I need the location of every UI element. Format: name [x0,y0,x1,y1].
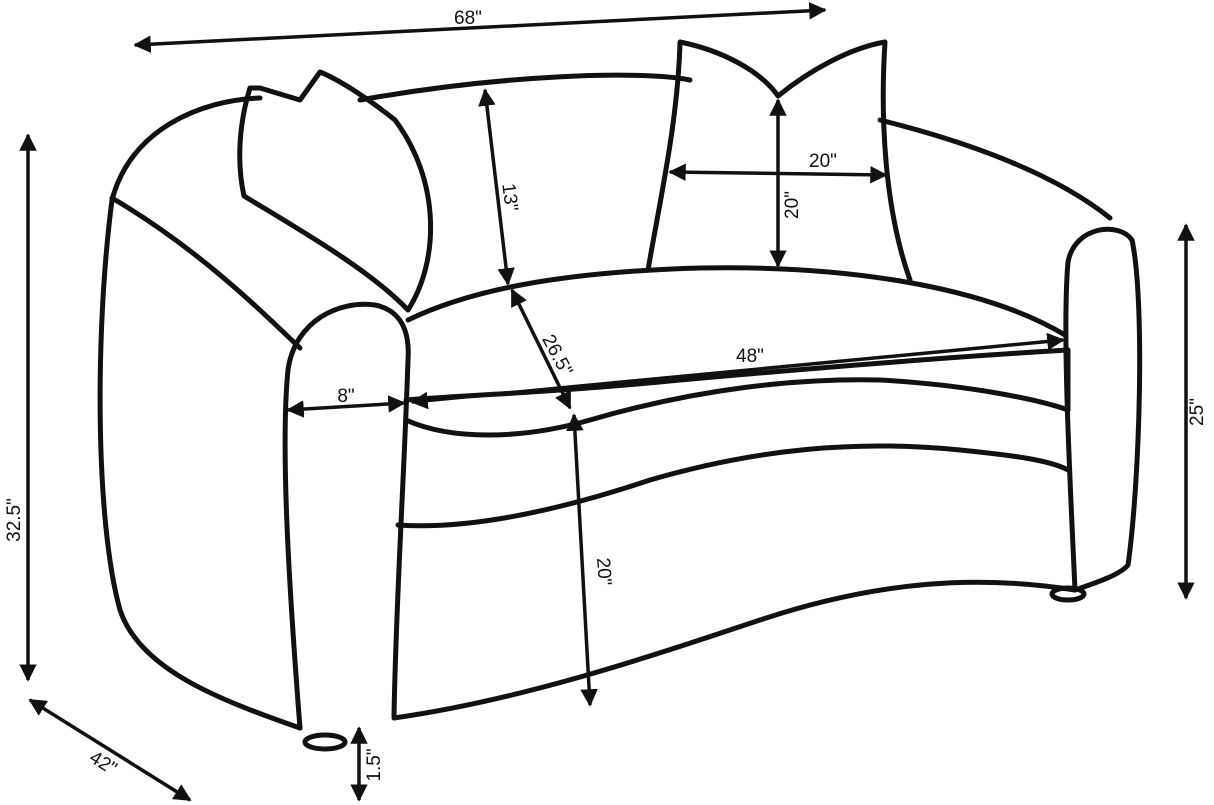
right-pillow [645,39,913,283]
dimension-labels: 68" 32.5" 42" 25" 13" 26.5" 48" 8" 20" 1… [4,8,1208,782]
label-arm-width: 8" [337,386,354,407]
left-arm-top-line [109,195,303,351]
label-pillow-height: 20" [782,191,803,219]
dim-back-height [478,88,515,286]
dim-overall-depth [28,698,192,802]
label-back-height: 13" [497,182,521,212]
right-arm [1063,226,1143,593]
pillows [237,39,913,313]
base-front-top [395,443,1071,529]
dim-seat-height [566,413,598,707]
left-arm-outer [97,95,303,731]
back-top [357,72,1113,221]
base-front-bottom [391,579,1078,721]
dim-seat-width [410,332,1065,410]
leg-front-right [1049,585,1087,603]
dim-overall-width [133,2,827,53]
label-overall-height: 32.5" [4,498,25,542]
label-arm-height: 25" [1187,398,1208,426]
left-arm-front [282,301,411,731]
dimension-lines [19,2,1195,802]
leg-front-left [302,732,348,752]
left-pillow [237,69,434,313]
label-seat-height: 20" [592,557,615,586]
label-overall-width: 68" [454,8,482,29]
seat-cushion-top [405,265,1068,338]
label-leg-height: 1.5" [364,748,385,781]
label-seat-width: 48" [736,346,764,367]
dim-arm-width [286,395,406,418]
label-pillow-width: 20" [809,151,837,172]
sofa-outline [97,72,1143,752]
